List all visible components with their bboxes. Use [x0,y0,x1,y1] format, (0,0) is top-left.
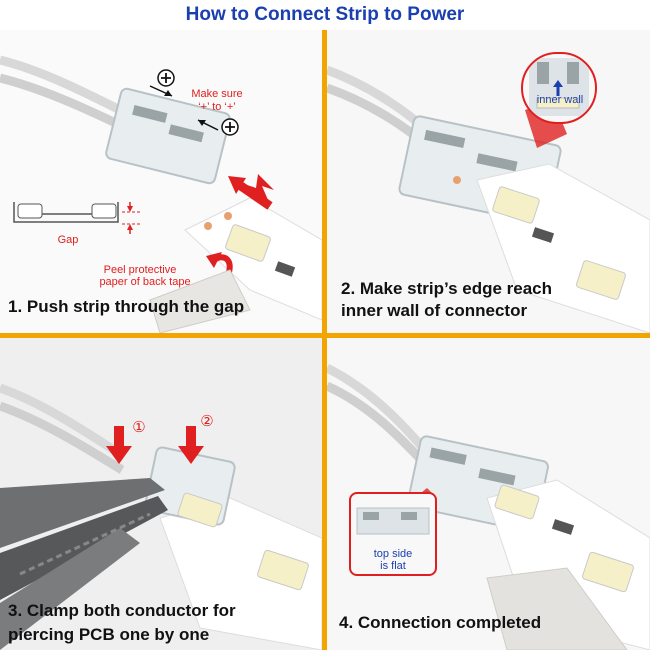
page-title: How to Connect Strip to Power [185,4,465,25]
plus-to-plus-note: ‘+’ to ‘+’ [198,101,236,113]
step-3-illustration [0,383,322,650]
top-side-detail [356,507,430,535]
vertical-divider [322,30,327,650]
step-2-label-line-1: 2. Make strip’s edge reach [341,279,553,298]
step-2-panel: inner wall 2. Make strip’s edge reach in… [327,30,650,333]
inner-wall-note: inner wall [536,94,584,106]
step-3-label-line-2: piercing PCB one by one [8,625,210,644]
gap-label: Gap [57,234,79,246]
step-4-label: 4. Connection completed [339,613,542,632]
inner-wall-inset [521,52,597,124]
marker-1: ① [132,419,146,436]
is-flat-note: is flat [380,560,406,572]
make-sure-note: Make sure [191,88,243,100]
step-4-panel: top side is flat 4. Connection completed [327,338,650,650]
top-side-note: top side [373,548,413,560]
step-1-illustration [0,55,322,333]
step-4-illustration [327,363,650,650]
marker-2: ② [200,413,214,430]
top-side-inset [349,492,437,576]
step-3-label-line-1: 3. Clamp both conductor for [8,601,236,620]
inner-wall-detail [529,58,589,116]
step-1-panel: Make sure ‘+’ to ‘+’ Gap Peel protective… [0,30,322,333]
step-2-label-line-2: inner wall of connector [341,301,528,320]
step-3-panel: ① ② 3. Clamp both conductor for piercing… [0,338,322,650]
peel-note-2: paper of back tape [99,276,191,288]
peel-note: Peel protective [103,264,177,276]
step-1-label: 1. Push strip through the gap [8,297,245,316]
horizontal-divider [0,333,650,338]
